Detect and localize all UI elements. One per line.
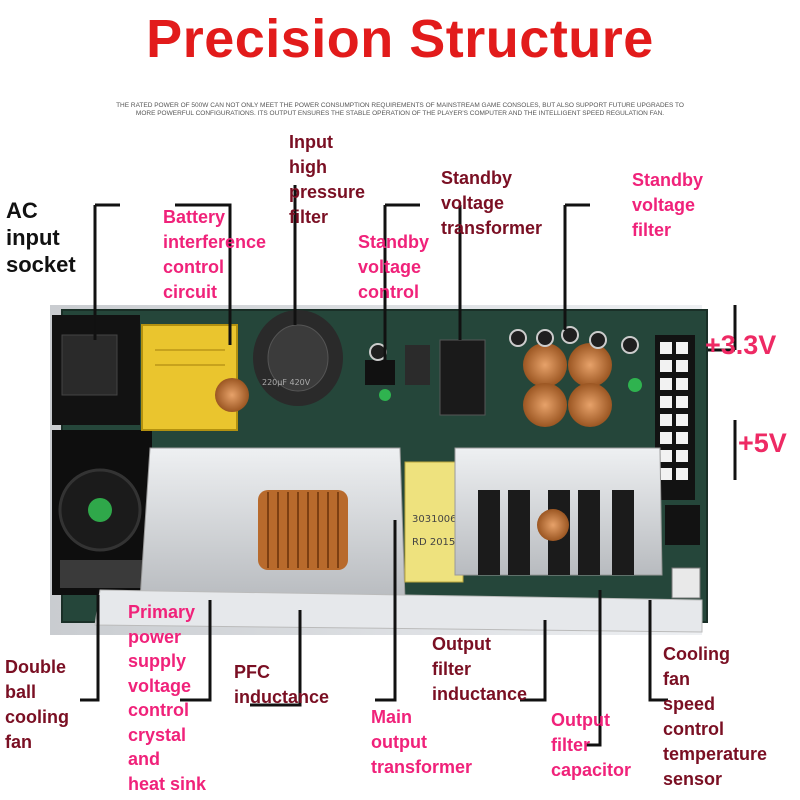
- pfc-coil: [258, 490, 348, 570]
- input-filter-capacitor: 220μF 420V: [253, 310, 343, 406]
- svg-text:220μF 420V: 220μF 420V: [262, 378, 311, 387]
- label-primary-power-heat-sink: Primary power supply voltage control cry…: [128, 602, 207, 794]
- label-standby-voltage-transformer: Standby voltage transformer: [441, 168, 543, 238]
- cooling-fan-graphic: [52, 430, 152, 595]
- label-rail-5v: +5V: [738, 428, 787, 458]
- label-battery-interference-circuit: Battery interference control circuit: [163, 207, 267, 302]
- label-main-output-transformer: Main output transformer: [371, 707, 473, 777]
- label-standby-voltage-filter: Standby voltage filter: [632, 170, 704, 240]
- label-double-ball-cooling-fan: Double ball cooling fan: [5, 657, 69, 752]
- subtitle-text: THE RATED POWER OF 500W CAN NOT ONLY MEE…: [116, 102, 684, 117]
- page-title: Precision Structure: [146, 9, 654, 69]
- label-cooling-fan-speed-control: Cooling fan speed control temperature se…: [663, 644, 768, 789]
- secondary-heat-sink: [454, 447, 663, 576]
- label-output-filter-inductance: Output filter inductance: [432, 634, 528, 704]
- svg-text:3031006T: 3031006T: [412, 514, 464, 525]
- label-output-filter-capacitor: Output filter capacitor: [551, 710, 632, 780]
- label-pfc-inductance: PFC inductance: [234, 662, 330, 707]
- label-rail-3v3: +3.3V: [705, 330, 777, 360]
- svg-text:RD 2015: RD 2015: [412, 537, 455, 548]
- label-standby-voltage-control: Standby voltage control: [358, 232, 430, 302]
- main-transformer: 3031006T RD 2015: [404, 461, 464, 583]
- label-input-high-pressure-filter: Input high pressure filter: [289, 132, 366, 227]
- callout-lines: [80, 185, 737, 747]
- output-connector: [655, 335, 701, 599]
- x-capacitor: [141, 324, 238, 431]
- label-ac-input-socket: AC input socket: [6, 198, 76, 277]
